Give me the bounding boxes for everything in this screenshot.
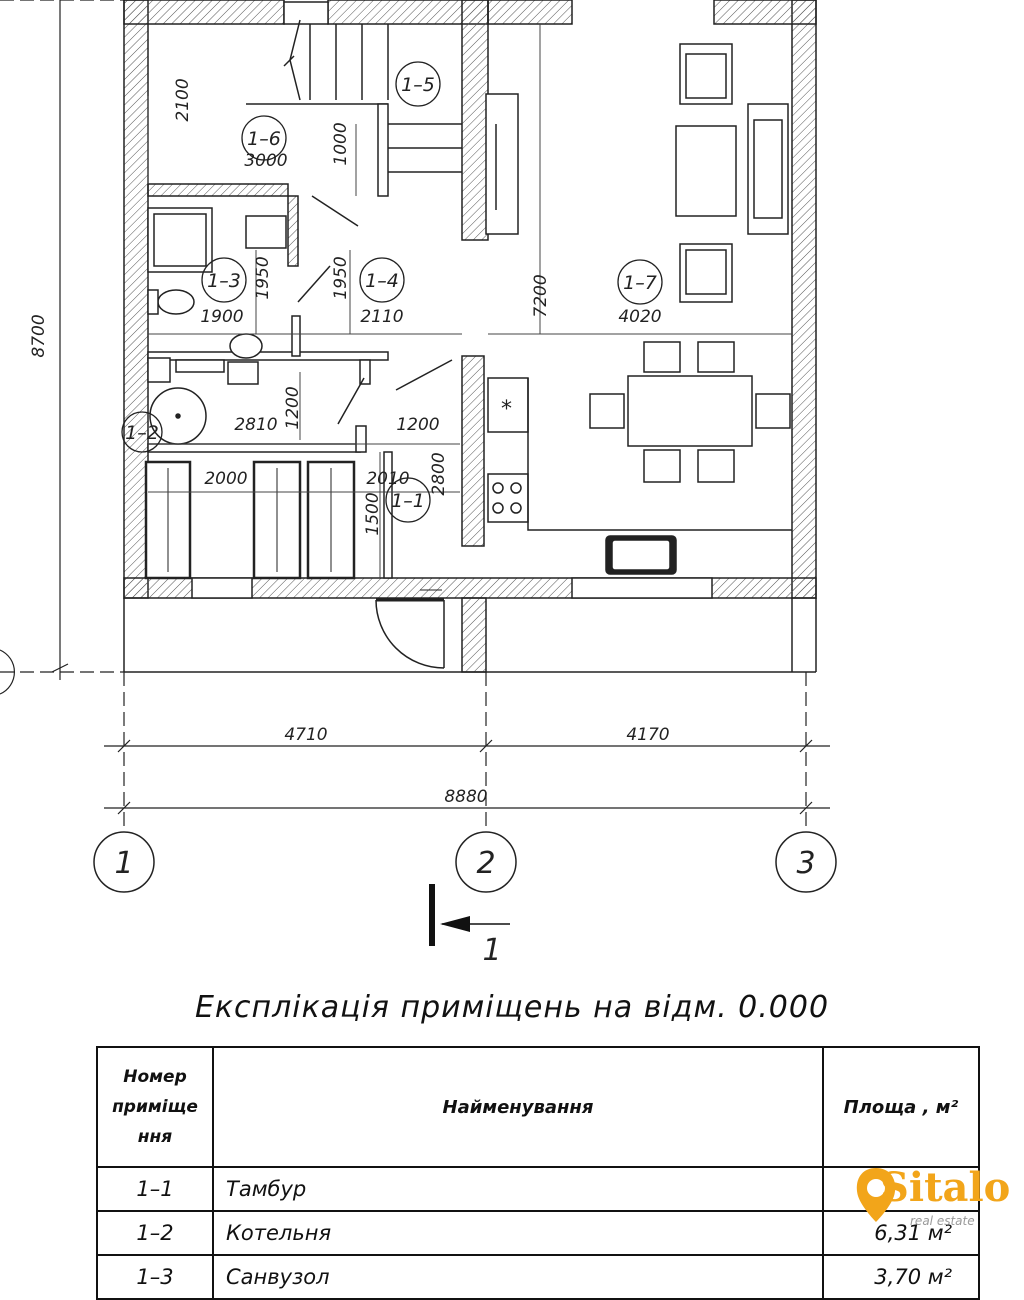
dim-label-2110: 2110 [360,307,403,327]
dim-label-2100: 2100 [173,78,193,121]
room-tag-1-1: 1–1 [391,490,425,512]
header-room-number: Номер приміще ння [96,1046,214,1168]
axis-1-label: 1 [114,846,133,881]
room-tag-1-6: 1–6 [247,128,281,150]
room-tag-1-4: 1–4 [365,270,399,292]
room-tag-1-7: 1–7 [623,272,657,294]
row-room-name: Тамбур [212,1166,824,1212]
header-room-name: Найменування [212,1046,824,1168]
dim-label-1950b: 1950 [331,256,351,299]
dim-label-1200a: 1200 [283,386,303,429]
axis-3-label: 3 [796,846,815,881]
kitchen-fixtures [485,93,792,575]
dim-label-2800: 2800 [429,452,449,495]
row-room-number: 1–2 [96,1210,214,1256]
wardrobe-hangers [167,468,332,572]
section-mark-label: 1 [482,933,501,968]
row-room-name: Котельня [212,1210,824,1256]
room-tag-1-5: 1–5 [401,74,435,96]
explication-table: Номер приміще ння Найменування Площа , м… [96,1046,980,1300]
axis-markers [93,831,837,893]
row-room-area: 3,70 м² [822,1254,980,1300]
dim-label-3000: 3000 [244,151,287,171]
dim-right-span: 4170 [626,725,669,745]
dim-label-1500: 1500 [363,492,383,535]
row-room-area: 6,31 м² [822,1210,980,1256]
table-row: 1–1 Тамбур [96,1166,980,1212]
explication-title: Експлікація приміщень на відм. 0.000 [194,990,830,1025]
wardrobes [144,460,356,580]
header-room-area: Площа , м² [822,1046,980,1168]
room-tag-1-3: 1–3 [207,270,241,292]
dim-label-1900: 1900 [200,307,243,327]
staircase [246,1,462,197]
inner-dimension-lines [147,24,792,578]
porch [123,597,817,673]
doors [297,195,453,669]
height-dim-label: 8700 [29,314,49,357]
height-dimension [0,0,124,695]
table-row: 1–3 Санвузол 3,70 м² [96,1254,980,1300]
sitalo-logo-icon [856,1168,896,1222]
table-row: 1–2 Котельня 6,31 м² [96,1210,980,1256]
interior-walls [147,0,489,579]
section-mark [429,884,510,946]
dim-label-1000: 1000 [331,122,351,165]
row-room-area [822,1166,980,1212]
bathroom-fixtures [147,207,287,359]
dim-total-span: 8880 [444,787,487,807]
dim-label-2000: 2000 [204,469,247,489]
bottom-dimensions [104,672,830,836]
row-room-number: 1–3 [96,1254,214,1300]
living-furniture [589,43,791,483]
watermark-tagline: real estate [910,1214,975,1228]
outer-walls [123,0,817,599]
dim-label-1950a: 1950 [253,256,273,299]
dim-label-2010: 2010 [366,469,409,489]
dim-label-2810: 2810 [234,415,277,435]
dim-label-4020: 4020 [618,307,661,327]
dim-left-span: 4710 [284,725,327,745]
dim-label-7200: 7200 [531,274,551,317]
room-tag-1-2: 1–2 [125,422,159,444]
row-room-number: 1–1 [96,1166,214,1212]
room-tags [121,61,663,523]
dim-label-1200b: 1200 [396,415,439,435]
floor-plan: * 8700 [0,0,837,968]
watermark-brand: Sitalo [880,1164,1011,1211]
row-room-name: Санвузол [212,1254,824,1300]
stove-marker: * [501,397,512,422]
table-header-row: Номер приміще ння Найменування Площа , м… [96,1046,980,1168]
boiler-room-fixtures [147,357,259,445]
axis-2-label: 2 [476,846,495,881]
